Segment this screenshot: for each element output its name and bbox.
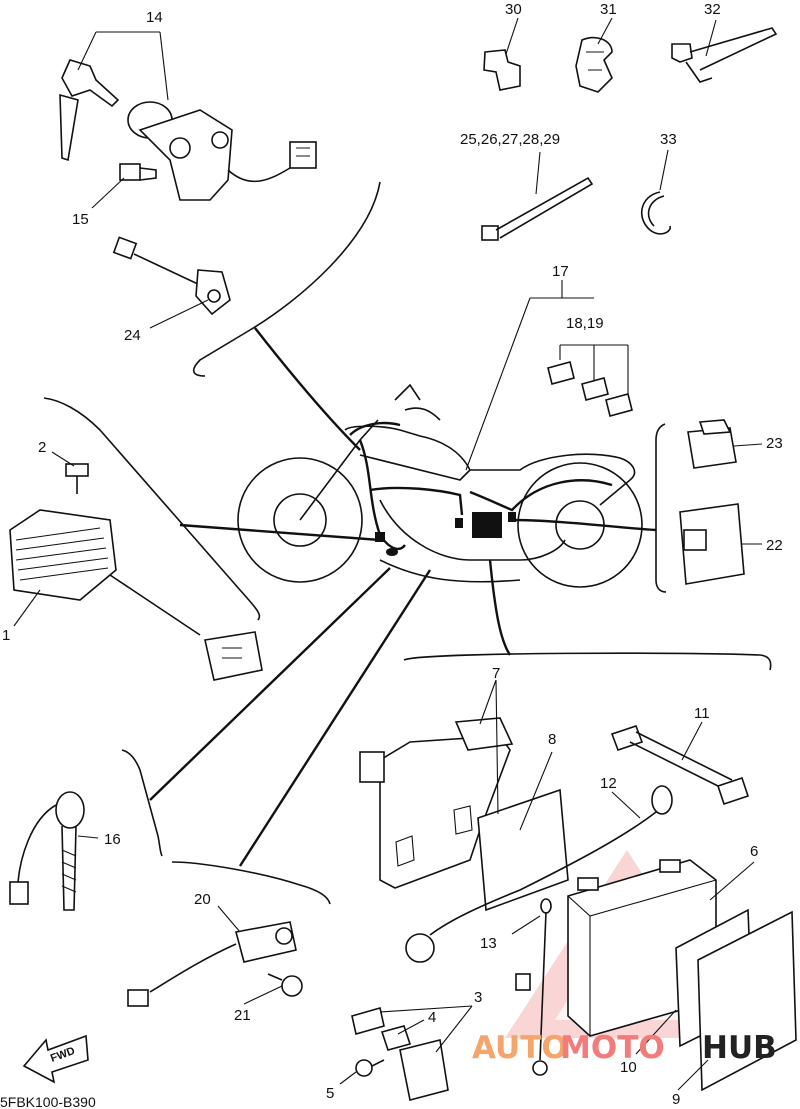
part-code: 5FBK100-B390 xyxy=(0,1094,96,1109)
cable-tie-parts-25-29 xyxy=(481,176,594,241)
callout-3: 3 xyxy=(474,989,482,1006)
callout-7: 7 xyxy=(492,665,500,682)
callout-5: 5 xyxy=(326,1085,334,1102)
cover-part-8 xyxy=(477,788,569,912)
callout-leaders xyxy=(13,17,763,1091)
sensor-part-20 xyxy=(127,921,297,1007)
clip-part-33 xyxy=(640,191,671,235)
lead-part-13 xyxy=(515,898,552,1076)
watermark-auto: AUTO xyxy=(472,1030,568,1066)
callout-23: 23 xyxy=(766,435,783,452)
callout-12: 12 xyxy=(600,775,617,792)
motorcycle-illustration xyxy=(237,383,643,588)
watermark-text: AUTO MOTO HUB xyxy=(472,1030,777,1066)
fwd-arrow-icon: FWD xyxy=(22,1034,89,1084)
cable-part-12 xyxy=(405,785,673,963)
watermark-hub: HUB xyxy=(702,1030,777,1066)
callout-14: 14 xyxy=(146,9,163,26)
callout-24: 24 xyxy=(124,327,141,344)
callout-18-19: 18,19 xyxy=(566,315,604,332)
callout-1: 1 xyxy=(2,627,10,644)
band-part-11 xyxy=(610,724,750,806)
switch-part-16 xyxy=(9,791,85,911)
callout-15: 15 xyxy=(72,211,89,228)
callout-8: 8 xyxy=(548,731,556,748)
callout-17: 17 xyxy=(552,263,569,280)
group-outlines xyxy=(43,181,772,905)
fuses-parts-18-19 xyxy=(547,344,633,417)
watermark-moto: MOTO xyxy=(560,1030,665,1066)
callout-31: 31 xyxy=(600,1,617,18)
callout-30: 30 xyxy=(505,1,522,18)
group-leader-lines xyxy=(149,327,657,867)
callout-labels: 14 15 24 30 31 32 25,26,27,28,29 33 17 1… xyxy=(2,1,783,1108)
callout-10: 10 xyxy=(620,1059,637,1076)
bolt-part-2 xyxy=(65,463,89,494)
callout-9: 9 xyxy=(672,1091,680,1108)
callout-33: 33 xyxy=(660,131,677,148)
callout-16: 16 xyxy=(104,831,121,848)
callout-2: 2 xyxy=(38,439,46,456)
fuse-holder-part-4 xyxy=(380,1025,412,1051)
relay-part-22 xyxy=(679,503,745,585)
clamp-part-32 xyxy=(671,27,778,83)
screw-part-21 xyxy=(267,973,303,997)
callout-21: 21 xyxy=(234,1007,251,1024)
main-switch-part-14 xyxy=(59,59,317,201)
callout-13: 13 xyxy=(480,935,497,952)
rectifier-regulator-part-1 xyxy=(9,509,263,681)
relay-part-3 xyxy=(351,1006,449,1101)
callout-32: 32 xyxy=(704,1,721,18)
clamp-part-31 xyxy=(575,36,613,93)
screw-part-5 xyxy=(355,1059,385,1077)
callout-22: 22 xyxy=(766,537,783,554)
clamp-part-30 xyxy=(483,49,521,91)
callout-6: 6 xyxy=(750,843,758,860)
cable-part-24 xyxy=(112,236,231,316)
callout-20: 20 xyxy=(194,891,211,908)
pad-part-9 xyxy=(697,910,797,1092)
callout-11: 11 xyxy=(694,705,710,722)
callout-25-29: 25,26,27,28,29 xyxy=(460,131,560,148)
battery-box-part-7 xyxy=(359,717,514,889)
screw-part-15 xyxy=(119,163,157,181)
relay-part-23 xyxy=(687,419,737,469)
callout-4: 4 xyxy=(428,1009,436,1026)
